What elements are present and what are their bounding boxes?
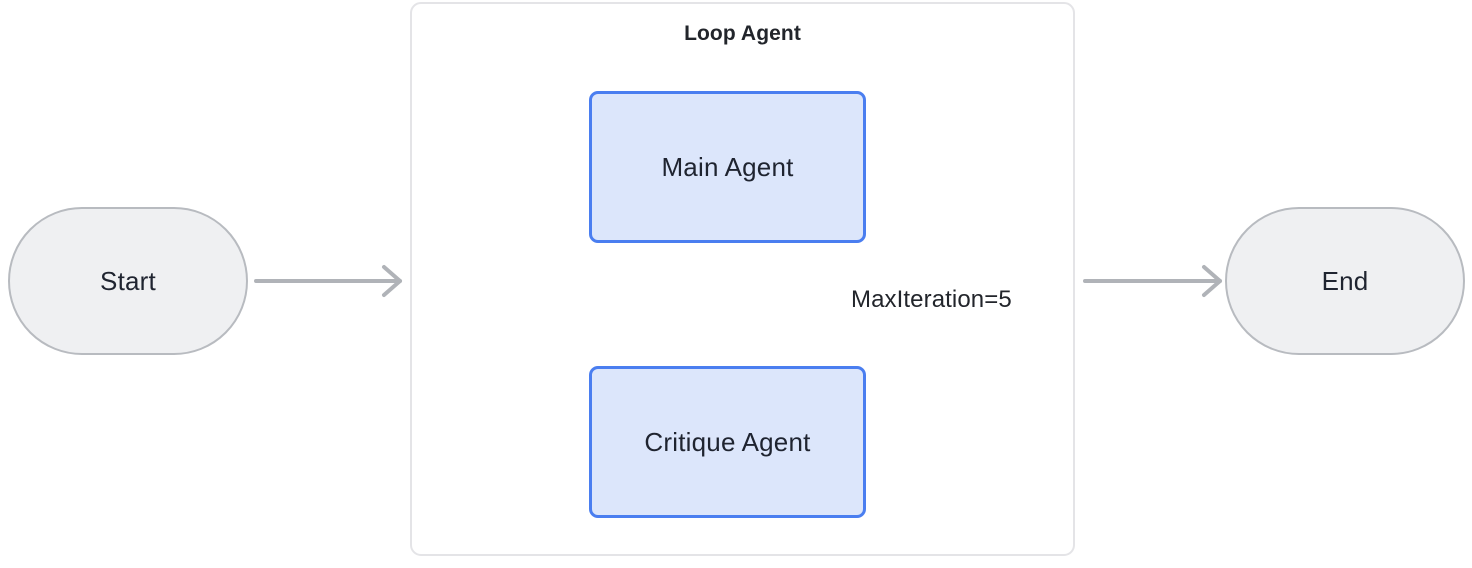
edge-loop-to-end [1083, 265, 1222, 297]
arrowhead-icon [1202, 265, 1222, 297]
node-start[interactable]: Start [8, 207, 248, 355]
loop-agent-title: Loop Agent [684, 22, 801, 45]
node-start-label: Start [100, 265, 156, 296]
node-end[interactable]: End [1225, 207, 1465, 355]
node-main-agent-label: Main Agent [661, 151, 794, 182]
node-critique-agent-label: Critique Agent [644, 426, 811, 457]
arrowhead-icon [382, 265, 402, 297]
edge-label-max-iteration: MaxIteration=5 [845, 284, 1018, 316]
edge-start-to-loop [254, 265, 402, 297]
node-main-agent[interactable]: Main Agent [589, 91, 866, 243]
node-end-label: End [1321, 265, 1369, 296]
node-critique-agent[interactable]: Critique Agent [589, 366, 866, 518]
